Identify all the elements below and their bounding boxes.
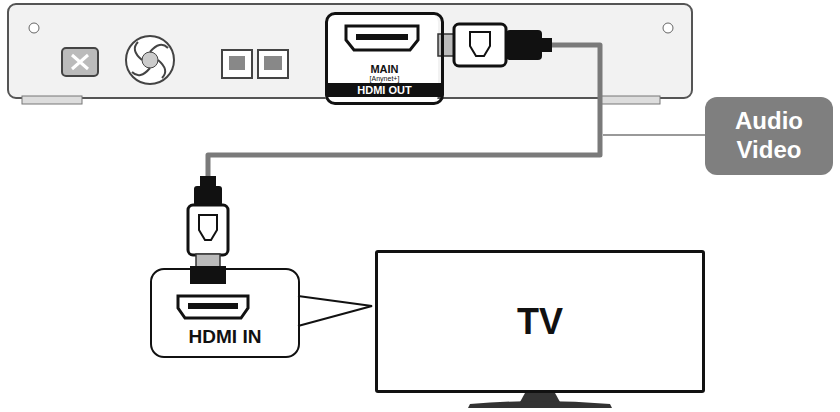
port-name: HDMI IN [189, 327, 262, 348]
power-socket [72, 55, 88, 69]
callout-box: Audio Video [705, 97, 833, 175]
callout-text: Audio Video [724, 107, 814, 165]
lan-port [258, 50, 288, 78]
power-socket [62, 48, 98, 76]
hdmi-cable [208, 45, 600, 268]
hdmi-port [178, 296, 248, 318]
cooling-fan [126, 36, 174, 84]
hdmi-port [356, 34, 408, 40]
tv-screen: TV [375, 250, 705, 393]
port-label: MAIN [370, 63, 398, 75]
screw [29, 23, 39, 33]
port-sublabel: [Anynet+] [370, 75, 400, 83]
hdmi-port [188, 303, 238, 309]
lan-port [264, 56, 282, 70]
cooling-fan [142, 52, 158, 68]
device-name: TV [517, 302, 563, 342]
fan-blades [132, 42, 168, 78]
tv-stand [468, 401, 612, 408]
port-name: HDMI OUT [328, 83, 441, 97]
tv-stand [520, 393, 560, 402]
hdmi-out-panel: MAIN[Anynet+]HDMI OUT [325, 12, 444, 105]
player-foot [22, 96, 82, 104]
optical-port [229, 56, 245, 70]
optical-port [222, 50, 252, 78]
screw [663, 23, 673, 33]
player-foot [600, 96, 660, 104]
hdmi-in-bubble: HDMI IN [150, 268, 300, 358]
hdmi-plug [438, 24, 552, 66]
bubble-tail [298, 296, 372, 326]
hdmi-port [346, 26, 418, 50]
leader-line [603, 134, 705, 136]
